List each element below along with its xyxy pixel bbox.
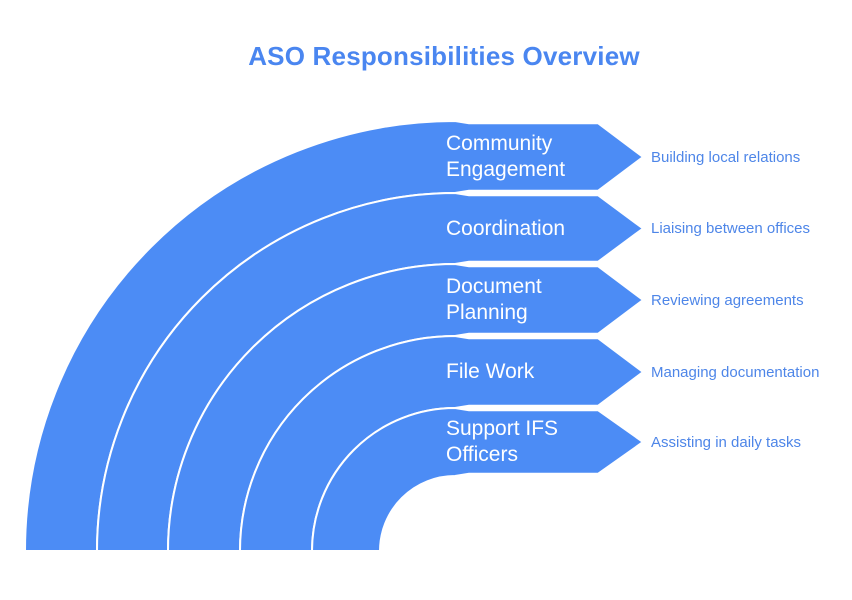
band-shape-5 <box>311 407 644 552</box>
diagram-title: ASO Responsibilities Overview <box>248 41 640 71</box>
